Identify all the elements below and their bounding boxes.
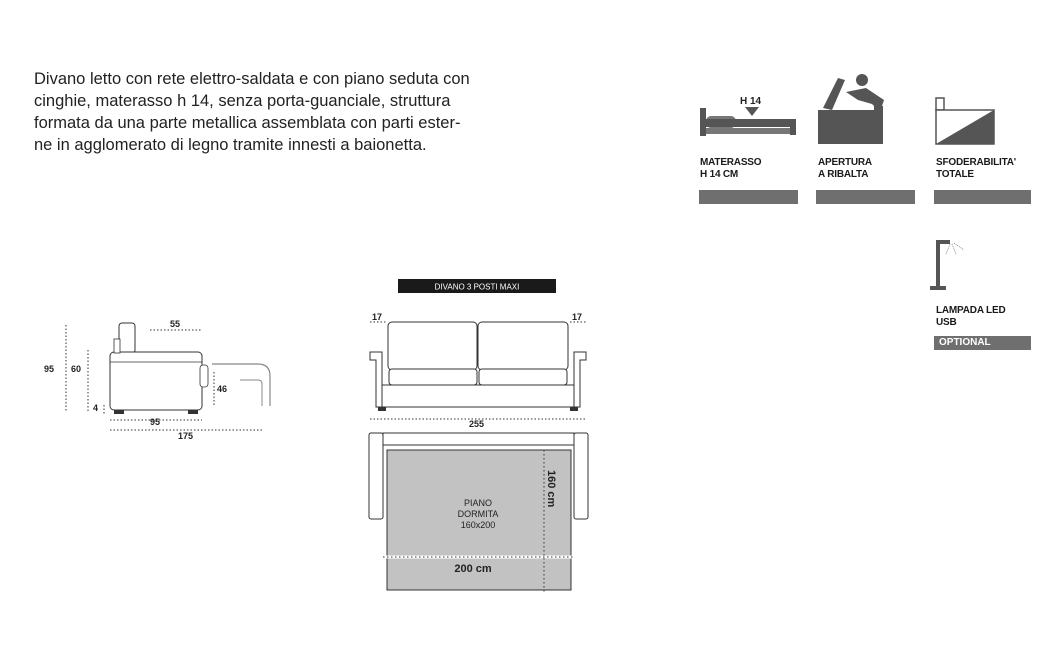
dim-arm-right: 17 <box>572 312 582 322</box>
dim-arm-left: 17 <box>372 312 382 322</box>
dim-depth: 95 <box>150 417 160 427</box>
feature-mattress-label: MATERASSO H 14 CM <box>700 157 762 180</box>
feature-lamp-label: LAMPADA LED USB <box>936 305 1006 328</box>
lift-open-icon <box>818 74 884 144</box>
bed-view-drawing: PIANO DORMITA 160x200 160 cm 200 cm <box>368 432 589 592</box>
bed-label-line1: PIANO <box>464 498 492 508</box>
front-view-drawing: DIVANO 3 POSTI MAXI 17 17 255 <box>369 279 587 429</box>
svg-text:H 14: H 14 <box>740 96 762 107</box>
dim-bed-width: 160 cm <box>545 470 557 508</box>
dim-total-height: 95 <box>44 364 54 374</box>
dim-seat-depth: 55 <box>170 319 180 329</box>
feature-opening-label: APERTURA A RIBALTA <box>818 157 872 180</box>
led-lamp-icon <box>930 240 965 290</box>
description-line: formata da una parte metallica assemblat… <box>34 114 461 132</box>
description-line: cinghie, materasso h 14, senza porta-gua… <box>34 92 451 110</box>
dim-foot-height: 4 <box>93 403 98 413</box>
feature-opening-bar <box>816 190 915 204</box>
product-description: Divano letto con rete elettro-saldata e … <box>34 68 504 156</box>
optional-badge: OPTIONAL <box>934 336 1031 350</box>
front-view-title: DIVANO 3 POSTI MAXI <box>435 283 520 292</box>
dim-seat-height: 60 <box>71 364 81 374</box>
feature-mattress-bar <box>699 190 798 204</box>
bed-label-line2: DORMITA <box>458 509 499 519</box>
dim-open-depth: 175 <box>178 431 193 441</box>
mattress-icon: H 14 <box>700 96 796 136</box>
feature-cover-bar <box>934 190 1031 204</box>
description-line: ne in agglomerato di legno tramite innes… <box>34 136 427 154</box>
bed-label-line3: 160x200 <box>461 520 496 530</box>
removable-cover-icon <box>935 97 995 145</box>
feature-cover-label: SFODERABILITA' TOTALE <box>936 157 1016 180</box>
side-view-drawing: 95 60 4 55 46 95 175 <box>44 319 271 441</box>
dim-bed-length: 200 cm <box>454 563 492 575</box>
dim-total-width: 255 <box>469 419 484 429</box>
description-line: Divano letto con rete elettro-saldata e … <box>34 70 470 88</box>
dim-arm-height: 46 <box>217 384 227 394</box>
